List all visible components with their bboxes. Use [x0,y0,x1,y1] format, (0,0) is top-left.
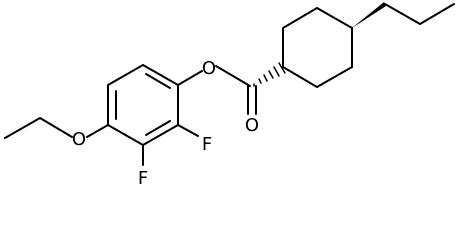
ring-bond [142,64,179,86]
ring-bond [107,124,144,146]
propyl-bond [384,3,421,25]
chemical-structure-diagram: O O O F F [4,2,455,189]
o-ethyl-bond [39,117,73,138]
ring-bond [316,7,353,29]
aryl-o-bond [86,124,109,138]
ring-bond [282,66,318,88]
o-carbonyl-bond [215,65,251,87]
fluorine-label-top: F [202,134,212,155]
ring-double-bond [145,73,171,89]
carbonyl-oxygen-label: O [245,115,259,136]
hash-mark [268,70,274,79]
propyl-bond [419,3,455,25]
ring-double-bond [145,120,171,136]
ester-oxygen-label: O [202,58,216,79]
hash-mark [258,78,262,84]
ring-bond [316,66,353,88]
ether-oxygen-label: O [72,129,86,150]
ring-bond [142,124,179,146]
cyclohexane-ring [282,7,353,88]
fluorine-label-bottom: F [138,168,148,189]
hash-mark [273,66,280,77]
hash-mark [278,62,286,74]
ring-bond [107,64,144,86]
structure-canvas: O O O F F [4,2,455,189]
benzene-ring [107,64,179,146]
c-f-bond [177,124,199,137]
hashed-wedge-bond [253,62,286,87]
ring-bond [282,7,318,29]
ethyl-bond [4,117,41,139]
hash-mark [263,74,268,82]
aryl-o-bond [177,70,203,86]
wedge-bond [352,2,386,28]
